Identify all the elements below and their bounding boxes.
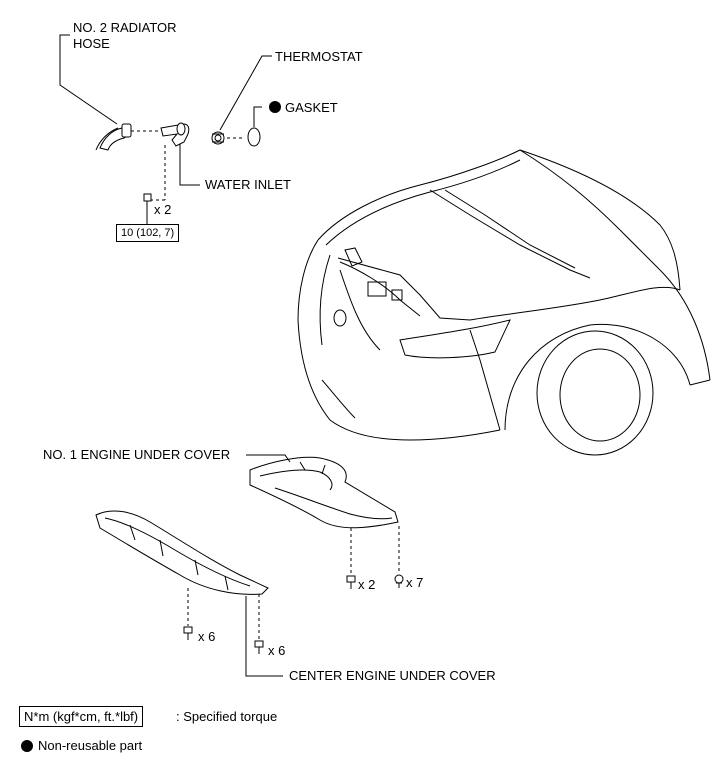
center-cover-bolt-left-drawing xyxy=(183,626,193,640)
center-cover-bolt-right-drawing xyxy=(254,640,264,654)
radiator-hose-label-line2: HOSE xyxy=(73,36,110,51)
gasket-label: GASKET xyxy=(285,100,338,115)
legend-non-reusable-label: Non-reusable part xyxy=(38,738,143,753)
center-cover-bolt-quantity-left: x 6 xyxy=(198,629,216,644)
water-inlet-torque-spec: 10 (102, 7) xyxy=(116,224,180,242)
no1-engine-under-cover-drawing xyxy=(249,456,399,529)
no1-cover-clip-drawing xyxy=(394,574,404,588)
vehicle-front-drawing xyxy=(297,149,711,456)
no1-engine-under-cover-label: NO. 1 ENGINE UNDER COVER xyxy=(43,447,231,462)
no1-cover-bolt-quantity: x 2 xyxy=(358,577,376,592)
radiator-hose-label-line1: NO. 2 RADIATOR xyxy=(73,20,177,35)
legend-non-reusable-icon xyxy=(21,740,33,752)
non-reusable-marker-icon xyxy=(269,101,281,113)
legend-torque-box: N*m (kgf*cm, ft.*lbf) xyxy=(19,706,144,727)
center-engine-under-cover-label: CENTER ENGINE UNDER COVER xyxy=(289,668,496,683)
center-engine-under-cover-drawing xyxy=(95,510,269,595)
water-inlet-label: WATER INLET xyxy=(205,177,291,192)
no1-cover-clip-quantity: x 7 xyxy=(406,575,424,590)
center-cover-bolt-quantity-right: x 6 xyxy=(268,643,286,658)
radiator-hose-drawing xyxy=(95,123,132,151)
water-inlet-bolt-quantity: x 2 xyxy=(154,202,172,217)
no1-cover-bolt-drawing xyxy=(346,575,356,589)
gasket-drawing xyxy=(247,127,261,147)
water-inlet-bolt-drawing xyxy=(143,193,152,210)
water-inlet-drawing xyxy=(160,122,190,147)
legend-torque-description: : Specified torque xyxy=(176,709,278,724)
thermostat-drawing xyxy=(211,131,225,145)
thermostat-label: THERMOSTAT xyxy=(275,49,363,64)
